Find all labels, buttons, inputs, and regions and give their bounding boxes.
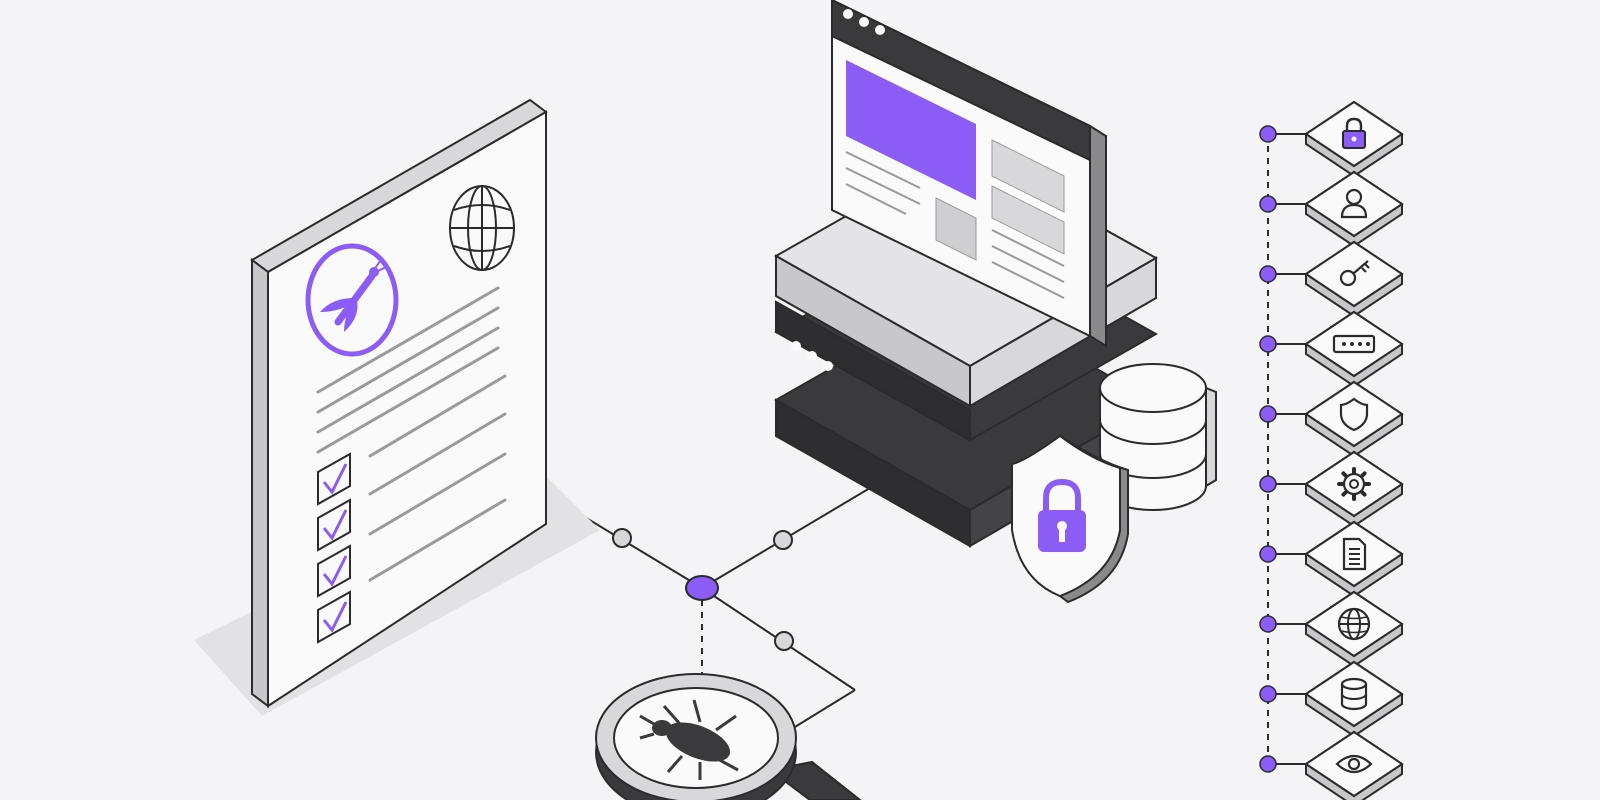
list-item: [1259, 730, 1404, 800]
bug-icon: [639, 699, 739, 780]
list-node: [1259, 125, 1277, 143]
wasp-icon: [305, 243, 399, 357]
globe-icon: [1337, 607, 1371, 641]
connector-node: [774, 631, 794, 651]
list-tile: [1304, 240, 1404, 318]
checkbox: [317, 590, 351, 644]
list-item: [1259, 310, 1404, 388]
vertical-icon-list: [1259, 100, 1404, 800]
list-tile: [1304, 730, 1404, 800]
list-tile: [1304, 380, 1404, 458]
key-icon: [1339, 260, 1370, 287]
list-item: [1259, 100, 1404, 178]
magnifier-bug-icon: [595, 673, 862, 800]
checkbox: [317, 498, 351, 552]
browser-hero-block: [846, 60, 976, 200]
password-field-icon: [1332, 334, 1376, 354]
document-side-edge: [251, 258, 269, 708]
connector-node: [773, 530, 793, 550]
list-item: [1259, 380, 1404, 458]
checkbox: [317, 452, 351, 506]
user-icon: [1340, 188, 1368, 219]
shield-icon: [1339, 397, 1369, 432]
globe-icon: [449, 185, 515, 271]
list-node: [1259, 475, 1277, 493]
shield-lock-icon: [1011, 434, 1129, 604]
checkbox: [317, 544, 351, 598]
gear-icon: [1337, 467, 1371, 501]
server-stack: [773, 0, 1217, 604]
list-item: [1259, 660, 1404, 738]
list-node: [1259, 335, 1277, 353]
database-icon: [1340, 677, 1368, 711]
list-node: [1259, 545, 1277, 563]
list-node: [1259, 195, 1277, 213]
list-node: [1259, 685, 1277, 703]
list-item: [1259, 590, 1404, 668]
list-node: [1259, 755, 1277, 773]
document-checklist: [317, 452, 351, 644]
list-node: [1259, 615, 1277, 633]
list-tile: [1304, 590, 1404, 668]
list-item: [1259, 520, 1404, 598]
connector-hub-node: [685, 575, 719, 601]
list-item: [1259, 240, 1404, 318]
list-node: [1259, 405, 1277, 423]
browser-window-icon: [831, 0, 1107, 348]
security-document: [194, 98, 600, 716]
lock-icon: [1342, 117, 1366, 149]
list-node: [1259, 265, 1277, 283]
server-front-face: [775, 300, 971, 442]
connector-line: [789, 689, 856, 731]
document-icon: [1342, 537, 1367, 571]
list-item: [1259, 450, 1404, 528]
document-text-lines: [316, 286, 507, 582]
eye-icon: [1335, 754, 1373, 774]
list-tile: [1304, 310, 1404, 388]
list-item: [1259, 170, 1404, 248]
list-tile: [1304, 170, 1404, 248]
connector-node: [612, 528, 632, 548]
